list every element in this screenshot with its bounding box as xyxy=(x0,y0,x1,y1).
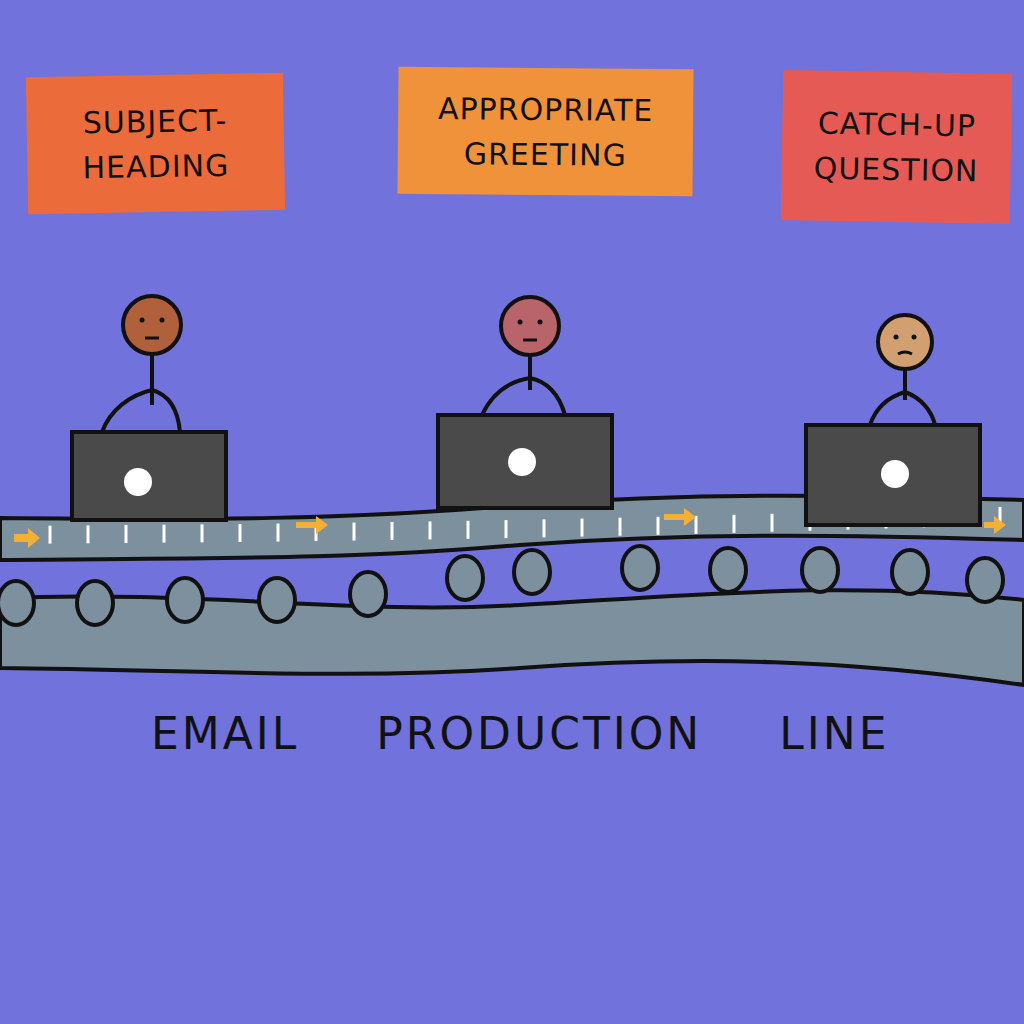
worker-mouths xyxy=(145,338,912,354)
step-label-box: SUBJECT- HEADING xyxy=(26,73,285,214)
laptops xyxy=(72,415,980,525)
worker-faces xyxy=(140,318,917,340)
line-title: EMAIL PRODUCTION LINE xyxy=(151,708,889,759)
step-label-box: CATCH-UP QUESTION xyxy=(781,70,1013,224)
step-label: CATCH-UP QUESTION xyxy=(794,100,999,194)
laptop-logos xyxy=(124,448,909,496)
step-label: SUBJECT- HEADING xyxy=(39,96,272,190)
step-label: APPROPRIATE GREETING xyxy=(410,85,681,177)
belt-base xyxy=(0,590,1024,685)
worker-heads xyxy=(123,296,932,369)
step-label-box: APPROPRIATE GREETING xyxy=(397,67,693,197)
